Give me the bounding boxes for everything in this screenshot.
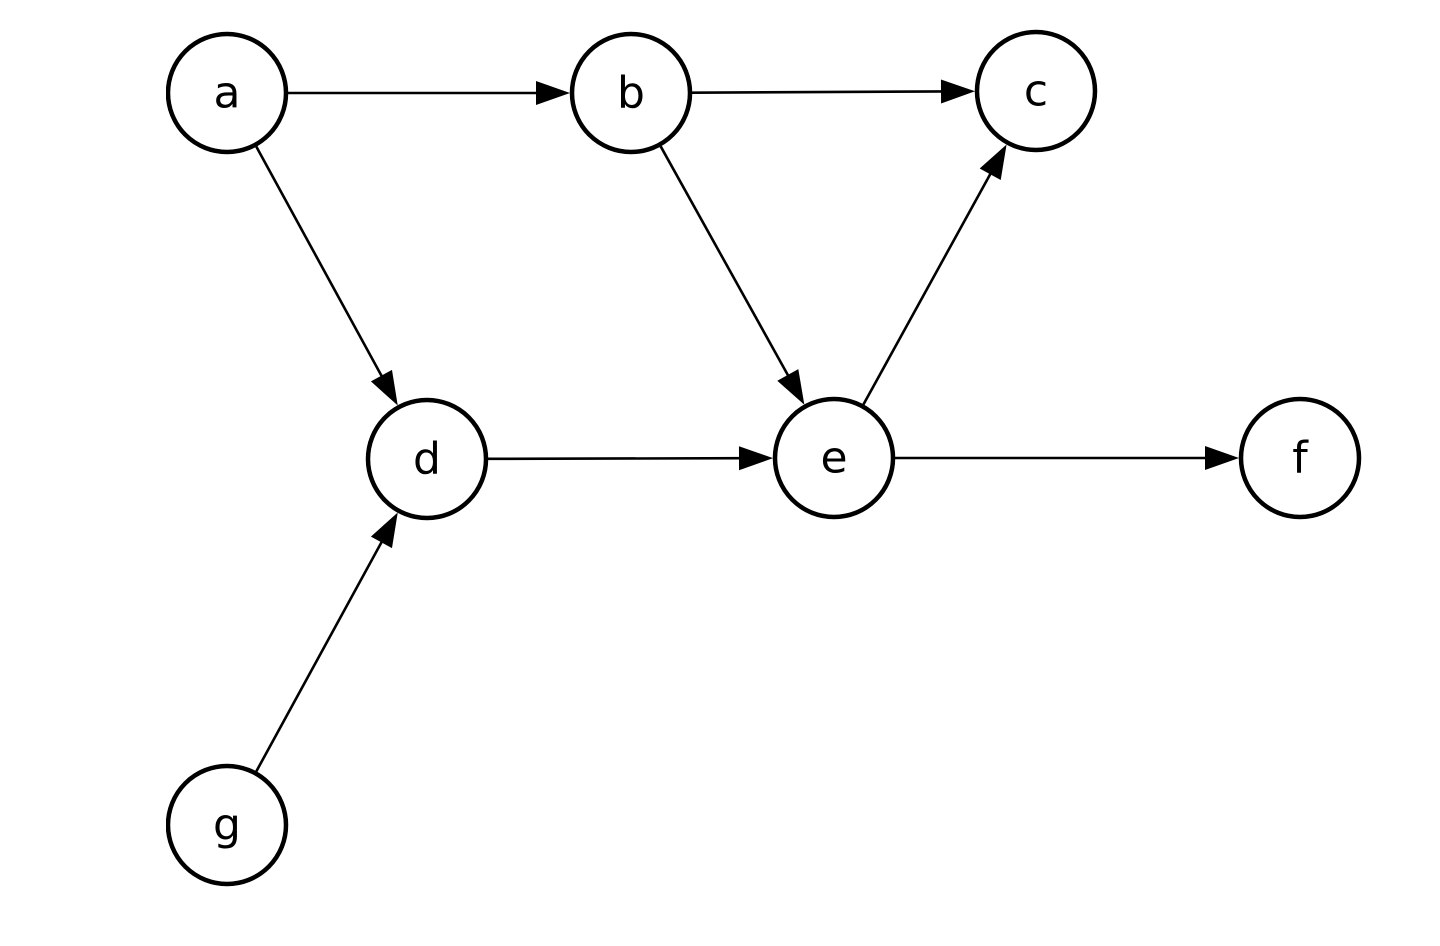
node-a: a bbox=[165, 31, 289, 155]
edge-e-to-c-line bbox=[862, 170, 994, 406]
node-f: f bbox=[1238, 396, 1362, 520]
node-g-circle bbox=[165, 763, 289, 887]
arrowhead-icon bbox=[536, 81, 570, 105]
edge-b-to-e bbox=[659, 145, 805, 405]
node-b-label: b bbox=[617, 68, 645, 119]
arrowhead-icon bbox=[979, 144, 1007, 181]
node-c: c bbox=[974, 29, 1098, 153]
node-b-circle bbox=[569, 31, 693, 155]
node-a-circle bbox=[165, 31, 289, 155]
node-d: d bbox=[365, 397, 489, 521]
edge-d-to-e-line bbox=[487, 456, 744, 461]
node-f-label: f bbox=[1292, 433, 1309, 484]
edge-e-to-f bbox=[895, 446, 1239, 470]
node-g-label: g bbox=[213, 800, 241, 851]
arrowhead-icon bbox=[738, 446, 774, 471]
edge-b-to-e-line bbox=[659, 145, 791, 380]
edge-b-to-c-line bbox=[691, 90, 946, 94]
node-e-circle bbox=[772, 396, 896, 520]
node-c-label: c bbox=[1024, 66, 1048, 117]
node-d-circle bbox=[365, 397, 489, 521]
arrowhead-icon bbox=[777, 369, 805, 405]
node-a-label: a bbox=[214, 68, 241, 119]
left-margin-mask bbox=[0, 0, 166, 946]
edge-g-to-d-line bbox=[255, 538, 385, 773]
arrowhead-icon bbox=[370, 369, 398, 406]
edge-e-to-c bbox=[862, 144, 1007, 406]
edges-layer bbox=[255, 79, 1239, 773]
node-b: b bbox=[569, 31, 693, 155]
node-e-label: e bbox=[820, 433, 847, 484]
node-g: g bbox=[165, 763, 289, 887]
edge-g-to-d bbox=[255, 512, 398, 773]
arrowhead-icon bbox=[1205, 446, 1239, 470]
node-f-circle bbox=[1238, 396, 1362, 520]
arrowhead-icon bbox=[940, 79, 976, 104]
edge-a-to-b bbox=[288, 81, 570, 105]
node-d-label: d bbox=[413, 434, 441, 485]
edge-b-to-c bbox=[691, 79, 976, 104]
edge-a-to-d bbox=[255, 145, 398, 406]
edge-a-to-d-line bbox=[255, 145, 385, 380]
arrowhead-icon bbox=[370, 512, 398, 549]
node-c-circle bbox=[974, 29, 1098, 153]
nodes-layer: a b c d e f g bbox=[165, 29, 1362, 887]
node-e: e bbox=[772, 396, 896, 520]
edge-d-to-e bbox=[487, 446, 774, 471]
